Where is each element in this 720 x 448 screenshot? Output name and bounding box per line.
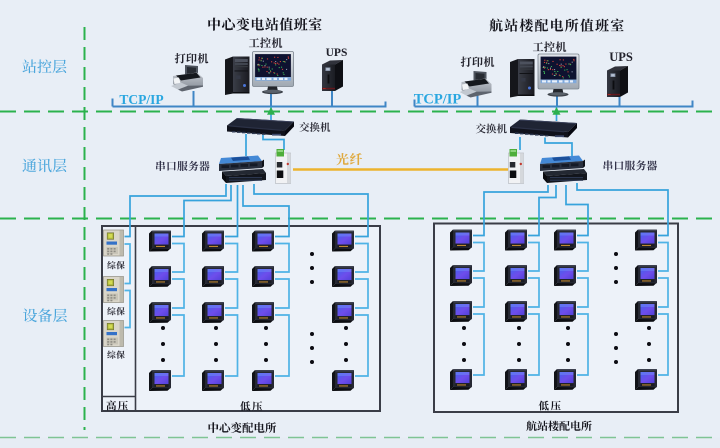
svg-text:TCP/IP: TCP/IP [414, 92, 462, 108]
svg-text:UPS: UPS [609, 50, 633, 64]
svg-text:UPS: UPS [326, 47, 348, 59]
svg-text:TCP/IP: TCP/IP [119, 92, 163, 107]
